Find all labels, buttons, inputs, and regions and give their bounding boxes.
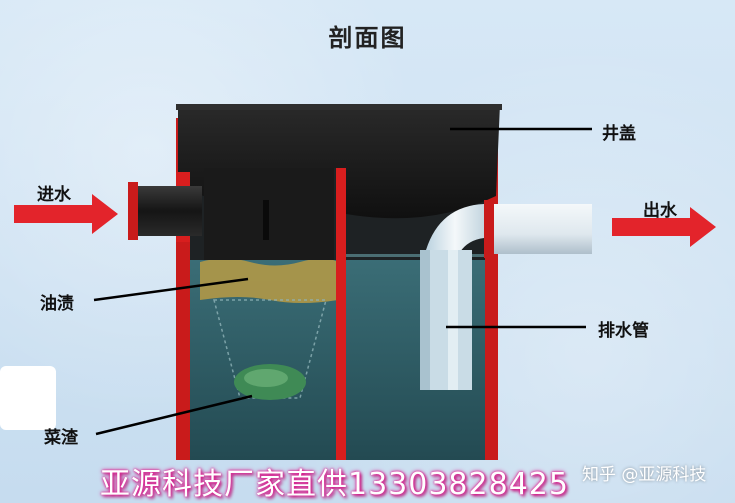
diagram-title: 剖面图 [328,24,407,52]
oil-leader-line [93,277,249,302]
outlet-arrow [612,207,716,247]
label-drain-pipe: 排水管 [598,321,649,341]
outlet-pipe-collar [484,200,494,258]
food-residue-highlight [244,369,288,387]
footer-banner: 亚源科技厂家直供13303828425 [100,467,569,502]
well-cover-rim [176,104,502,110]
label-residue: 菜渣 [44,428,78,448]
baffle-slot [263,200,269,240]
outlet-pipe [484,204,592,254]
label-cover: 井盖 [602,124,636,144]
residue-leader-line [95,394,253,436]
right-water-surface [346,254,485,257]
inlet-pipe [132,186,202,236]
residue-basket [213,299,327,399]
inlet-arrow [14,194,118,234]
white-card [0,366,56,430]
drain-pipe-highlight [448,250,458,390]
oil-layer [200,258,338,303]
label-oil: 油渍 [40,294,74,314]
outlet-elbow [426,204,484,252]
label-outlet: 出水 [643,201,677,221]
inlet-pipe-collar [128,182,138,240]
middle-partition [336,168,346,460]
label-inlet: 进水 [37,185,71,205]
well-cover [178,104,500,219]
watermark: 知乎 @亚源科技 [582,465,707,485]
drain-pipe-shade [420,250,430,390]
